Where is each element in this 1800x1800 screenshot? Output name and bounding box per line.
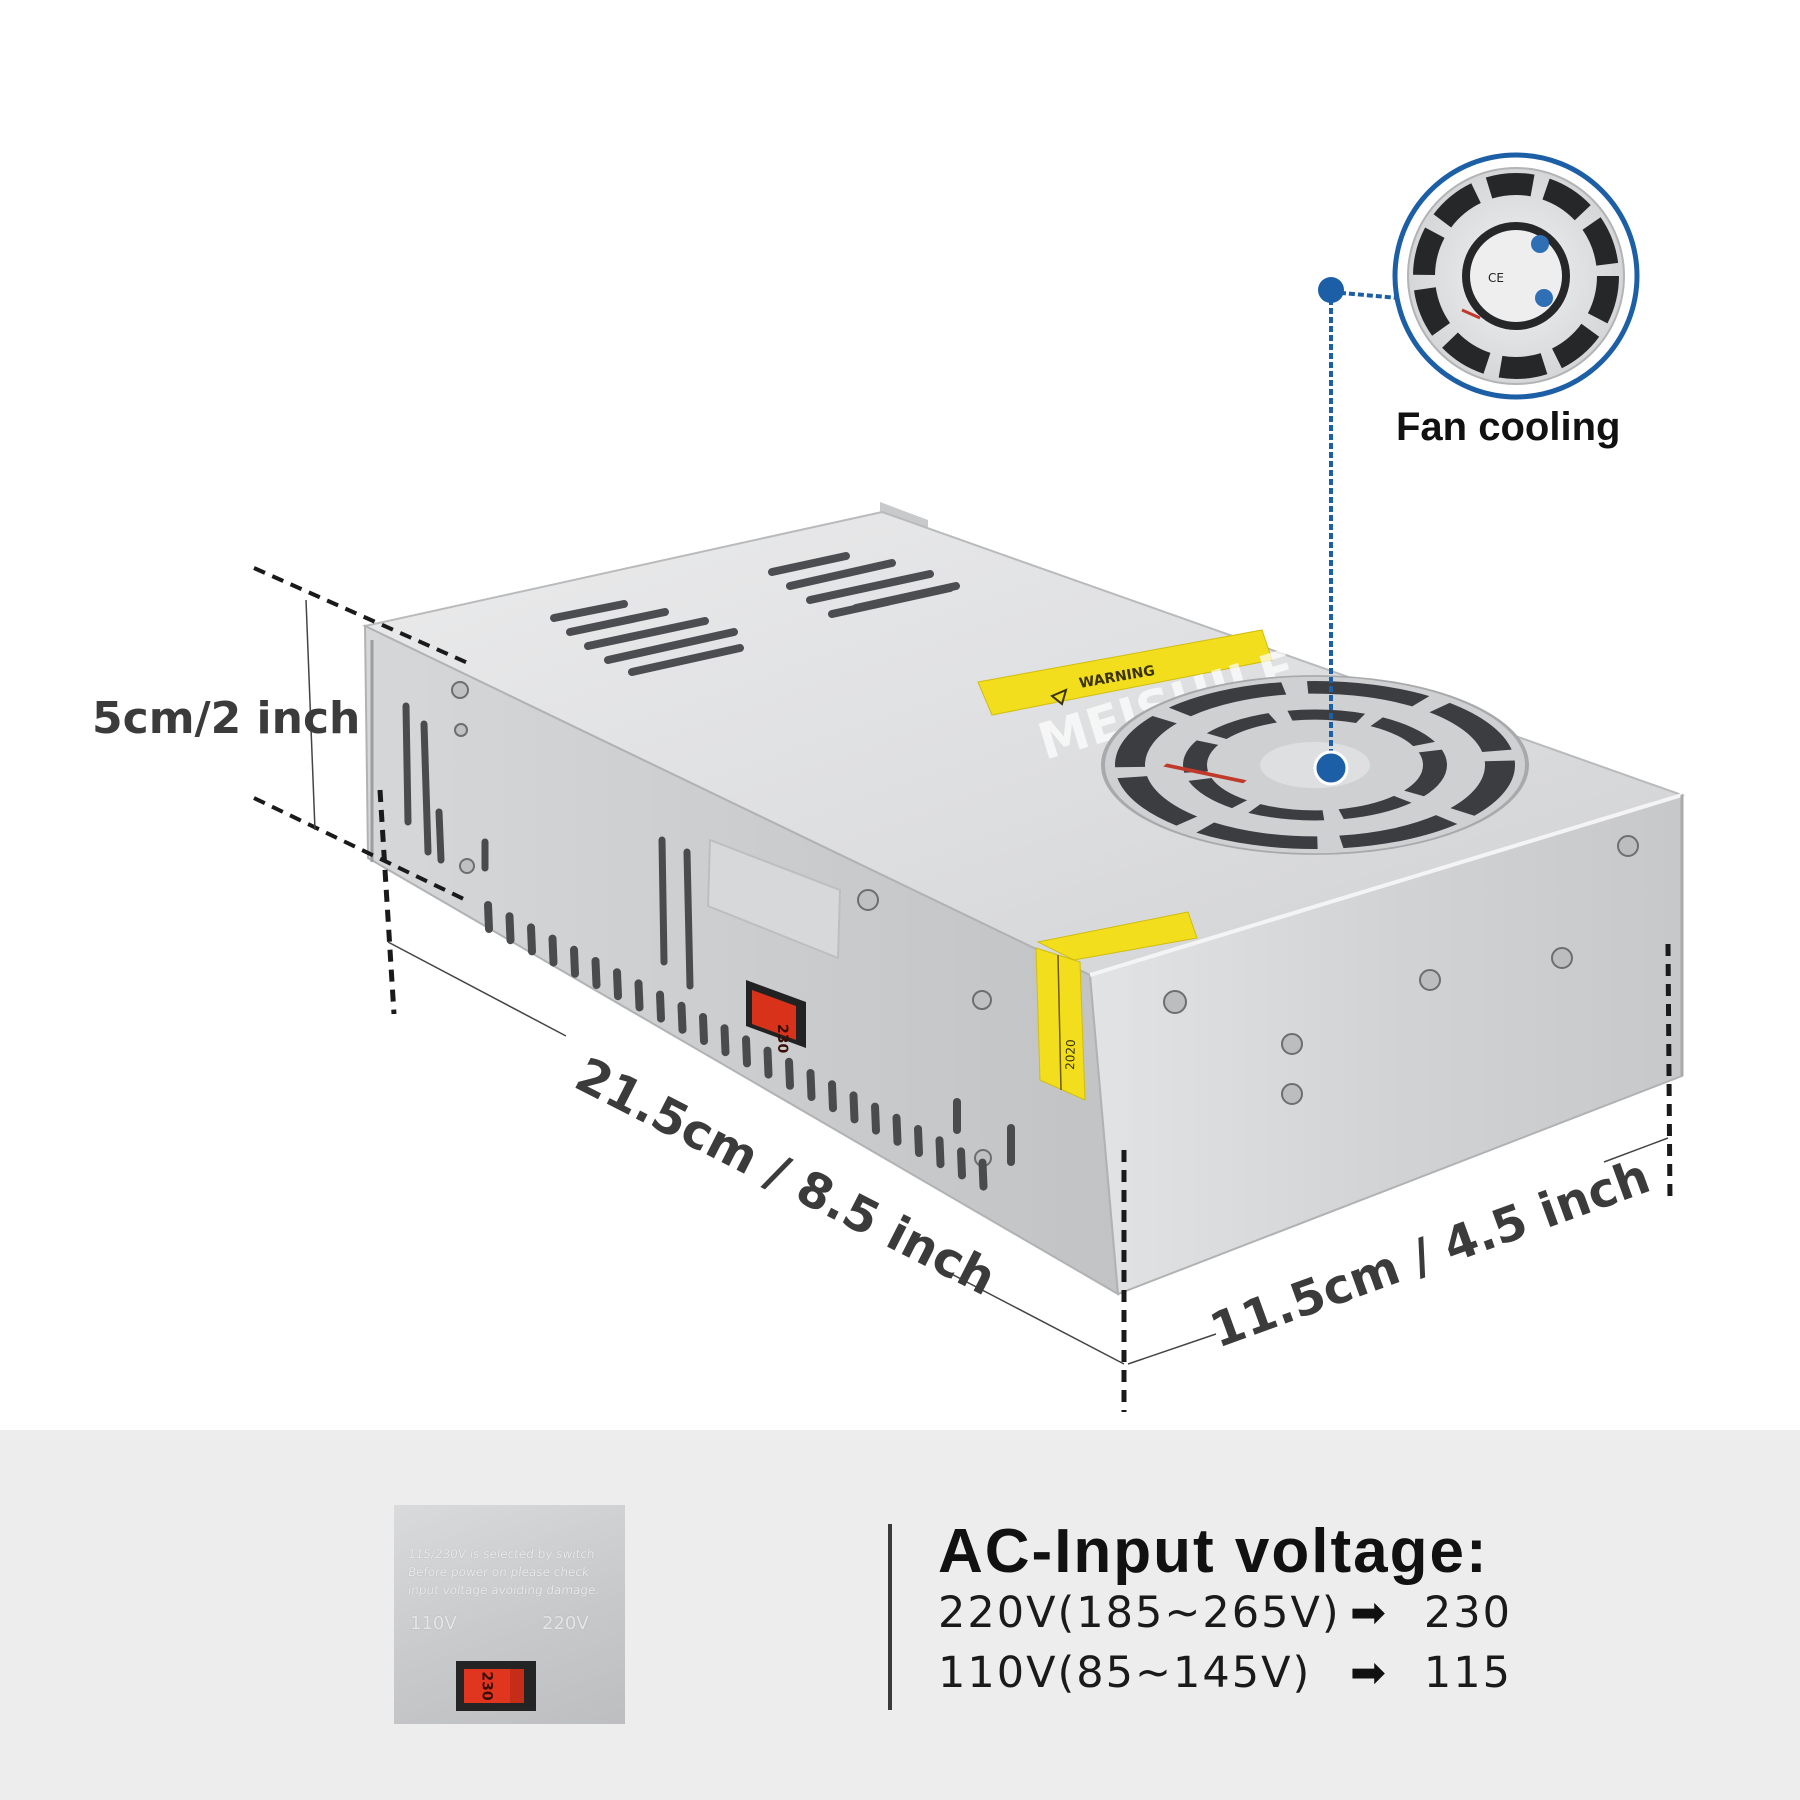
vent-slot xyxy=(957,1147,966,1180)
voltage-switch: 230 xyxy=(456,1661,536,1711)
vent-slot xyxy=(828,1080,837,1113)
vent-slot xyxy=(849,1091,859,1124)
switch-photo-line-2: Before power on please check xyxy=(407,1565,590,1579)
side-bottom-vents xyxy=(484,901,988,1191)
voltage-row-220: 220V(185~265V) ➡ 230 xyxy=(938,1588,1518,1644)
vent-slot xyxy=(548,934,558,967)
switch-photo-line-3: input voltage avoiding damage. xyxy=(407,1583,601,1597)
vent-slot xyxy=(505,912,515,945)
vent-slot xyxy=(892,1113,902,1146)
fan-cooling-label: Fan cooling xyxy=(1396,405,1620,449)
fan-photo: CE xyxy=(1392,152,1640,400)
power-supply: WARNING MEISHILE xyxy=(361,502,1686,1296)
vent-slot xyxy=(720,1024,730,1057)
voltage-switch-knob: 230 xyxy=(464,1669,510,1703)
fan-callout: CE Fan cooling xyxy=(1313,152,1640,786)
vent-slot xyxy=(591,957,601,989)
vent-slot xyxy=(785,1057,794,1090)
callout-dot-fan xyxy=(1313,750,1349,786)
warranty-sticker: 2020 xyxy=(1035,911,1198,1101)
top-vents-left xyxy=(550,600,744,676)
switch-photo-220v: 220V xyxy=(542,1613,589,1634)
warranty-year: 2020 xyxy=(1063,1039,1078,1070)
vent-slot xyxy=(935,1136,945,1169)
vent-slot xyxy=(570,945,579,978)
vent-slot xyxy=(699,1013,708,1045)
bottom-info-band xyxy=(0,1430,1800,1800)
vent-slot xyxy=(871,1102,880,1135)
callout-dot-top xyxy=(1318,277,1344,303)
vent-slot xyxy=(634,979,644,1012)
side-screws xyxy=(451,681,992,1167)
ac-input-title: AC-Input voltage: xyxy=(938,1517,1489,1586)
switch-photo-110v: 110V xyxy=(410,1613,457,1634)
switch-photo-line-1: 115/230V is selected by switch xyxy=(407,1547,596,1561)
end-screws xyxy=(1163,835,1639,1105)
voltage-range: 220V(185~265V) xyxy=(938,1588,1341,1638)
vent-slot xyxy=(914,1125,923,1157)
voltage-switch-edge xyxy=(510,1669,524,1703)
side-voltage-switch: 230 xyxy=(746,980,806,1053)
switch-setting: 115 xyxy=(1423,1648,1512,1698)
vent-slot xyxy=(763,1046,773,1079)
vent-slot xyxy=(656,990,665,1023)
switch-closeup-photo: 115/230V is selected by switch Before po… xyxy=(394,1505,625,1724)
arrow-right-icon: ➡ xyxy=(1350,1648,1387,1698)
side-switch-value: 230 xyxy=(774,1024,790,1053)
height-label: 5cm/2 inch xyxy=(92,693,360,744)
vent-slot xyxy=(806,1069,816,1101)
vertical-divider xyxy=(888,1524,892,1710)
side-slots-right xyxy=(953,1098,1015,1166)
vent-slot xyxy=(677,1001,687,1034)
vent-slot xyxy=(742,1035,751,1068)
top-vents-right xyxy=(768,552,960,618)
voltage-switch-value: 230 xyxy=(478,1671,495,1701)
switch-setting: 230 xyxy=(1423,1588,1512,1638)
vent-slot xyxy=(613,968,622,1001)
spec-plate xyxy=(706,838,842,960)
vent-slot xyxy=(978,1158,988,1191)
arrow-right-icon: ➡ xyxy=(1350,1588,1387,1638)
svg-text:CE: CE xyxy=(1488,271,1504,285)
vent-slot xyxy=(484,901,493,933)
voltage-range: 110V(85~145V) xyxy=(938,1648,1312,1698)
height-dimension: 5cm/2 inch xyxy=(92,566,471,904)
voltage-row-110: 110V(85~145V) ➡ 115 xyxy=(938,1648,1518,1704)
side-slots-left xyxy=(402,702,694,990)
vent-slot xyxy=(527,923,536,956)
